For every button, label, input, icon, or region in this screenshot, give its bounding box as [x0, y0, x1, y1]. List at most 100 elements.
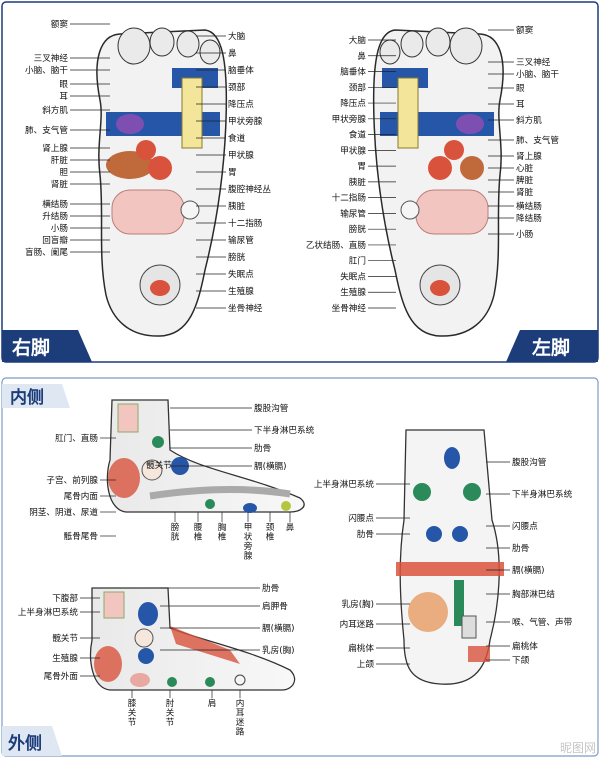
sides-panel: 内侧 [1, 377, 599, 757]
inner-label-bottom-1: 腰椎 [194, 522, 203, 543]
left-toe-2 [425, 27, 451, 57]
left-toe-big [449, 27, 483, 65]
right-kidney [148, 156, 172, 180]
outer-label-left-1: 上半身淋巴系统 [18, 606, 79, 618]
left-foot-label-left-7: 甲状腺 [340, 144, 366, 156]
outer-hip-zone [134, 628, 154, 648]
left-spleen [460, 156, 484, 180]
outer-abdomen-zone [103, 591, 125, 619]
right-foot-sole [96, 27, 228, 337]
right-foot-label-right-1: 鼻 [228, 47, 237, 59]
top-lymph-right [463, 483, 481, 501]
outer-label-bottom-3: 内耳迷路 [236, 697, 245, 738]
left-foot-label-right-5: 斜方肌 [516, 114, 542, 126]
right-foot-label-left-2: 小脑、脑干 [25, 64, 68, 76]
top-label-right-7: 扁桃体 [512, 640, 538, 652]
inner-label-knee: 髋关节 [146, 459, 172, 471]
right-adrenal [136, 140, 156, 160]
right-foot-label-left-8: 肝脏 [51, 154, 69, 166]
left-foot-label-right-8: 心脏 [516, 162, 534, 174]
inner-label-bottom-5: 鼻 [286, 521, 295, 533]
inner-label-bottom-3: 甲状旁腺 [244, 522, 253, 562]
top-label-right-0: 腹股沟管 [512, 456, 547, 468]
left-foot-label-left-4: 降压点 [340, 97, 366, 109]
left-kidney [428, 156, 452, 180]
right-foot-label-left-13: 小肠 [51, 223, 69, 234]
outer-knee-zone [130, 673, 150, 687]
inner-label-left-0: 肛门、直肠 [55, 432, 98, 444]
inner-bladder-zone [205, 499, 215, 509]
top-label-left-4: 内耳迷路 [340, 618, 375, 630]
top-groin-zone [444, 447, 460, 469]
right-foot-label-left-10: 肾脏 [51, 178, 69, 190]
top-jaw-zone [468, 646, 490, 662]
left-foot-label-right-3: 眼 [516, 83, 525, 94]
outer-label-right-2: 膈(横膈) [262, 622, 295, 634]
right-lung [116, 114, 144, 134]
right-foot-label-right-13: 膀胱 [228, 251, 246, 263]
left-foot-label-left-9: 胰脏 [349, 176, 367, 188]
right-foot-label-right-5: 甲状旁腺 [228, 115, 263, 127]
top-label-right-8: 下颌 [512, 654, 530, 666]
inner-nose-zone [281, 501, 291, 511]
right-intestines [111, 189, 185, 235]
inner-side-foot [106, 399, 305, 513]
outer-gonad-zone [138, 648, 154, 664]
inner-label-left-1: 子宫、前列腺 [46, 474, 98, 486]
left-thyroid-zone [397, 77, 419, 149]
inner-label-bottom-2: 胸椎 [218, 521, 227, 543]
top-label-right-1: 下半身淋巴系统 [512, 488, 573, 500]
top-diaphragm-band [396, 562, 504, 576]
left-foot-label-left-0: 大脑 [349, 34, 367, 46]
top-label-left-5: 扁桃体 [348, 642, 374, 654]
inner-label-left-2: 尾骨内面 [64, 490, 99, 502]
soles-panel-frame [1, 1, 599, 363]
right-foot-label-right-0: 大脑 [228, 30, 246, 42]
left-lung [456, 114, 484, 134]
inner-label-bottom-4: 颈椎 [266, 522, 275, 543]
left-toe-4 [379, 39, 401, 65]
left-intestines [415, 189, 489, 235]
outer-side-foot [89, 587, 296, 691]
right-foot-label-right-10: 胰脏 [228, 200, 246, 212]
inner-parathyroid-zone [243, 503, 257, 513]
left-foot-label-right-11: 横结肠 [516, 200, 542, 212]
outer-lymph-zone [138, 602, 158, 626]
left-foot-label-right-6: 肺、支气管 [516, 134, 559, 146]
left-foot-label-right-0: 额窦 [516, 24, 534, 36]
inner-foot-outline [106, 399, 305, 513]
left-foot-label-left-16: 生殖腺 [340, 286, 366, 298]
inner-hip-zone [141, 459, 163, 481]
right-foot-label-right-3: 颈部 [228, 81, 246, 93]
outer-side-tab [2, 726, 62, 756]
outer-label-right-3: 乳房(胸) [262, 644, 295, 656]
outer-side-title: 外侧 [8, 733, 42, 754]
right-foot-label-right-11: 十二指肠 [228, 217, 263, 229]
left-foot-title-text: 左脚 [532, 336, 570, 359]
outer-label-left-3: 生殖腺 [52, 652, 78, 664]
top-lymph-left [413, 483, 431, 501]
watermark-text: nipic.com [70, 735, 128, 749]
left-foot-label-left-6: 食道 [349, 129, 367, 141]
top-label-left-0: 上半身淋巴系统 [314, 478, 375, 490]
right-toe-3 [176, 30, 200, 58]
sole-labels: 额窦三叉神经小脑、脑干眼耳斜方肌肺、支气管肾上腺肝脏胆肾脏横结肠升结肠小肠回盲瓣… [25, 18, 559, 314]
right-toe-2 [149, 27, 175, 57]
outer-shoulder-zone [205, 677, 215, 687]
left-foot-label-left-3: 颈部 [349, 81, 367, 93]
top-foot [396, 429, 504, 685]
left-foot-label-left-13: 乙状结肠、直肠 [306, 239, 367, 251]
left-bladder [400, 200, 420, 220]
right-foot-label-right-6: 食道 [228, 132, 246, 144]
right-foot-label-left-0: 额窦 [51, 18, 69, 30]
left-foot-label-right-10: 肾脏 [516, 186, 534, 198]
right-foot-label-left-4: 耳 [59, 91, 68, 102]
right-foot-label-left-1: 三叉神经 [34, 52, 69, 64]
right-foot-label-left-14: 回盲瓣 [42, 234, 68, 246]
right-foot-label-left-3: 眼 [59, 79, 68, 90]
outer-label-left-4: 尾骨外面 [44, 670, 79, 682]
inner-label-right-1: 下半身淋巴系统 [254, 424, 315, 436]
right-foot-label-right-7: 甲状腺 [228, 149, 254, 161]
right-bladder [180, 200, 200, 220]
